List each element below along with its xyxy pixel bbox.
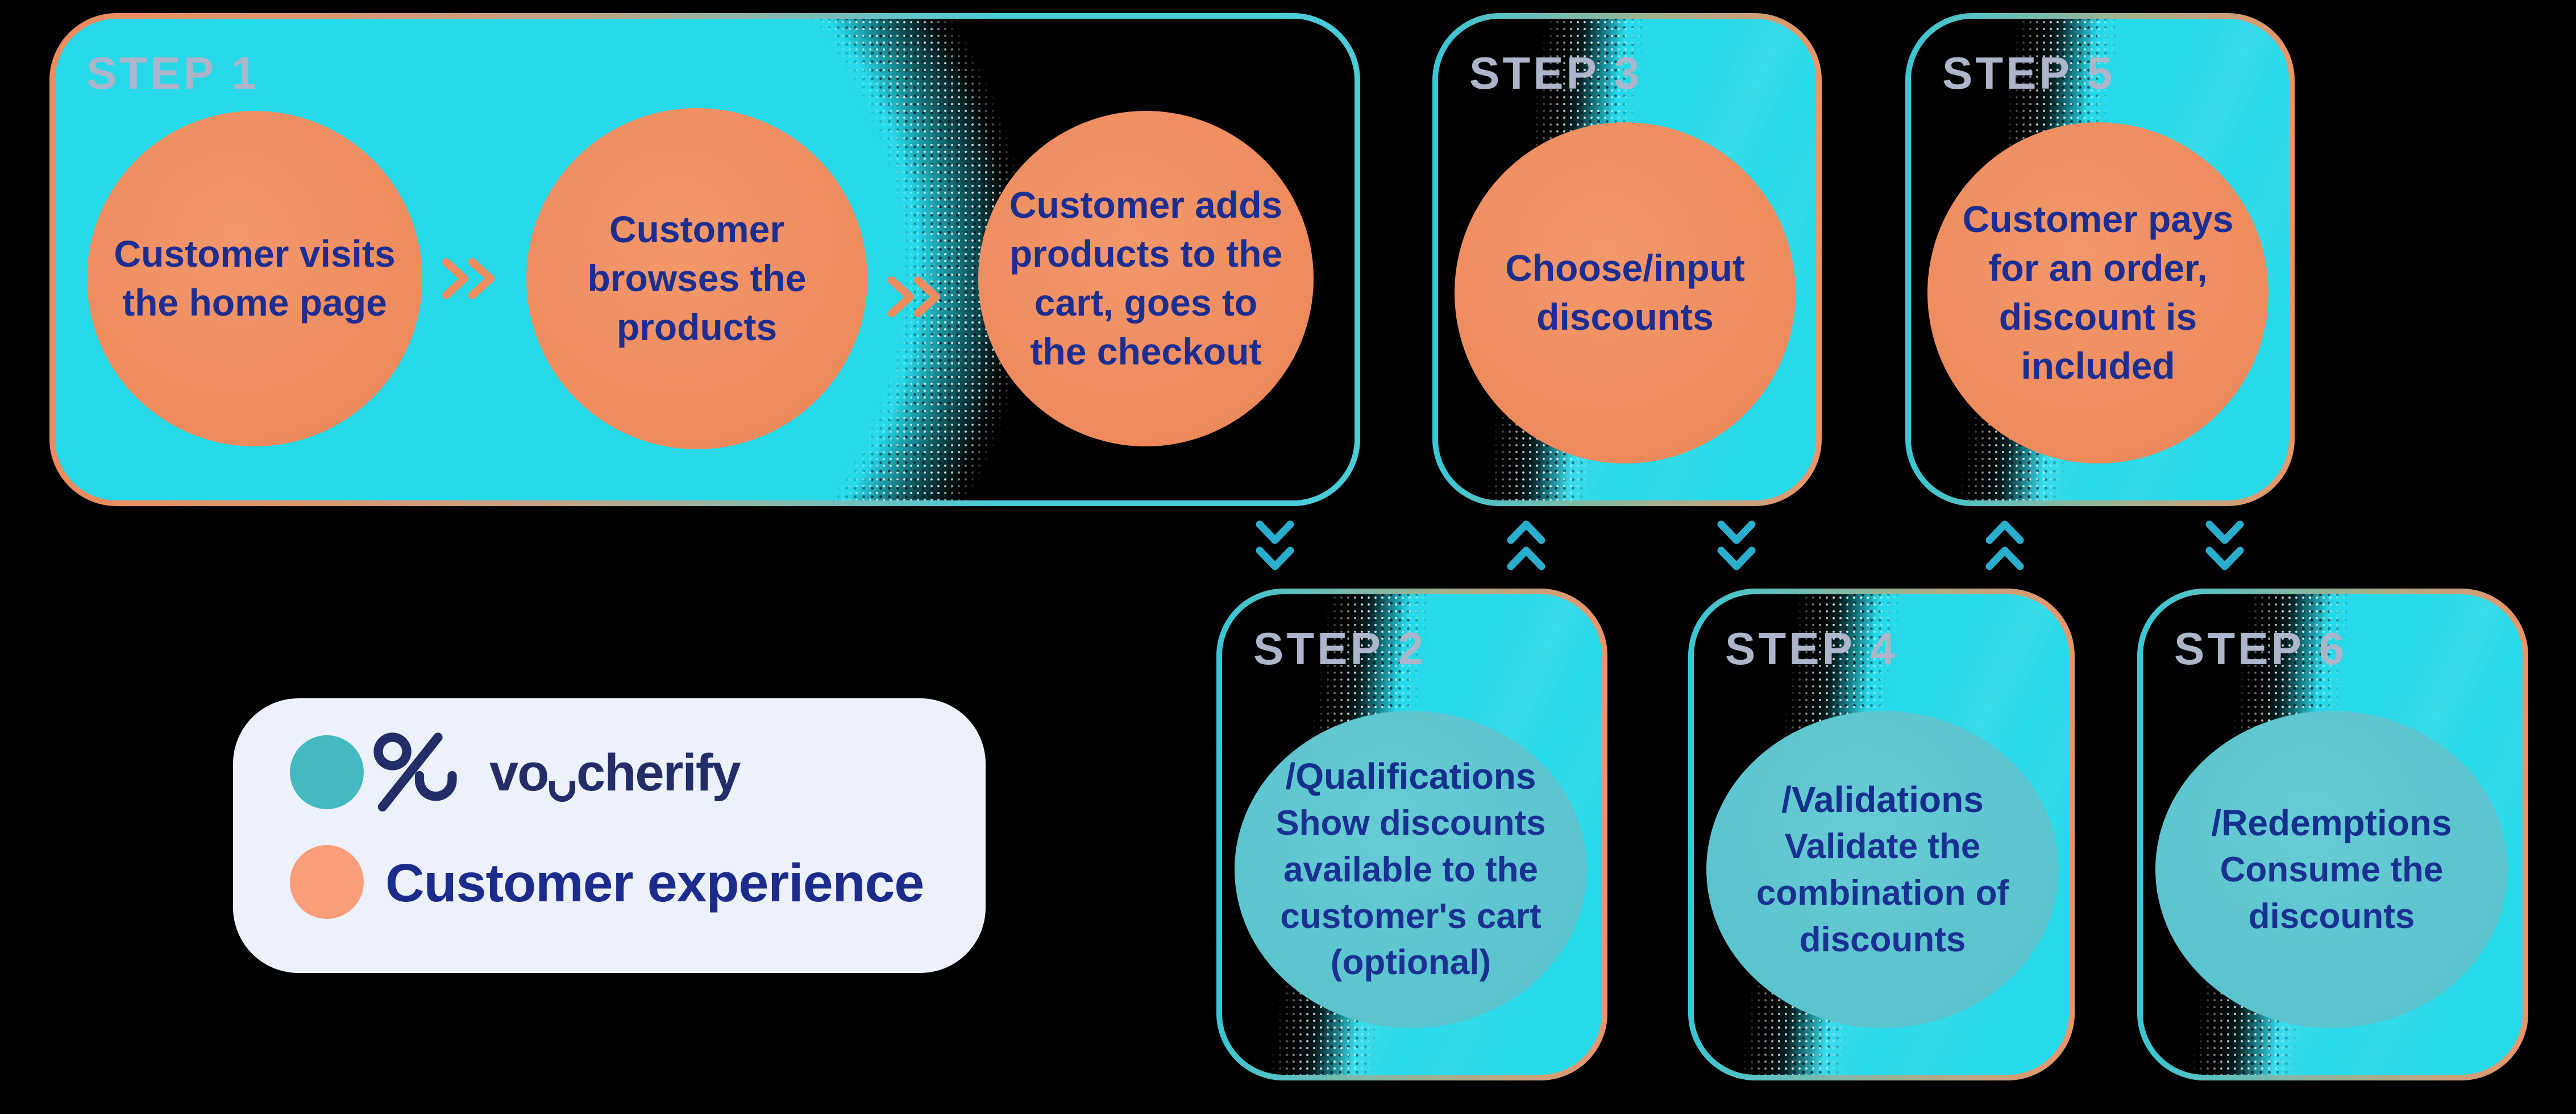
step-6-label: STEP 6: [2174, 623, 2348, 674]
journey-bubble-cart-checkout: Customer adds products to the cart, goes…: [978, 111, 1314, 446]
step-5-panel-fill: STEP 5 Customer pays for an order, disco…: [1911, 19, 2289, 500]
step-1-panel: STEP 1 Customer visits the home page Cus…: [49, 13, 1360, 506]
journey-bubble-cart-checkout-text: Customer adds products to the cart, goes…: [1009, 184, 1283, 372]
up-arrows-icon: [1507, 520, 1545, 570]
step-2-label: STEP 2: [1253, 623, 1427, 674]
validations-description: Validate the combination of discounts: [1756, 826, 2009, 959]
journey-bubble-browse: Customer browses the products: [526, 108, 867, 449]
voucherify-logo: vo cherify: [368, 728, 741, 818]
wordmark-pre: vo: [489, 743, 549, 802]
down-arrows-icon: [2205, 520, 2244, 570]
step-2-panel: STEP 2 /Qualifications Show discounts av…: [1216, 589, 1607, 1080]
step-1-label: STEP 1: [86, 48, 260, 98]
redemptions-endpoint: /Redemptions: [2211, 802, 2452, 843]
qualifications-bubble-text: /Qualifications Show discounts available…: [1275, 753, 1545, 987]
validations-bubble-text: /Validations Validate the combination of…: [1756, 776, 2009, 963]
legend-card: vo cherify Customer experience: [233, 698, 986, 973]
customer-experience-legend-swatch: [290, 845, 364, 919]
stylized-u-icon: [549, 780, 576, 802]
customer-experience-label: Customer experience: [385, 852, 924, 913]
step-3-panel-fill: STEP 3 Choose/input discounts: [1438, 19, 1816, 500]
step-4-label: STEP 4: [1725, 623, 1898, 674]
down-arrows-icon: [1717, 520, 1756, 570]
wordmark-post: cherify: [576, 743, 741, 802]
step-6-panel: STEP 6 /Redemptions Consume the discount…: [2137, 589, 2528, 1080]
voucherify-wordmark: vo cherify: [489, 743, 741, 803]
qualifications-bubble: /Qualifications Show discounts available…: [1235, 711, 1587, 1028]
step-4-panel: STEP 4 /Validations Validate the combina…: [1688, 589, 2075, 1080]
validations-bubble: /Validations Validate the combination of…: [1706, 711, 2059, 1028]
qualifications-endpoint: /Qualifications: [1285, 755, 1536, 797]
choose-discounts-bubble: Choose/input discounts: [1455, 122, 1796, 463]
voucherify-legend-swatch: [290, 735, 364, 809]
step-4-panel-fill: STEP 4 /Validations Validate the combina…: [1694, 594, 2069, 1075]
choose-discounts-text: Choose/input discounts: [1505, 247, 1745, 338]
step-3-panel: STEP 3 Choose/input discounts: [1432, 13, 1822, 506]
redemptions-bubble-text: /Redemptions Consume the discounts: [2211, 800, 2452, 940]
step-3-label: STEP 3: [1469, 48, 1643, 98]
down-arrows-icon: [1256, 520, 1294, 570]
right-chevrons-icon: [442, 258, 495, 299]
up-arrows-icon: [1985, 520, 2024, 570]
redemptions-description: Consume the discounts: [2220, 850, 2444, 936]
validations-endpoint: /Validations: [1781, 778, 1984, 820]
step-1-panel-fill: STEP 1 Customer visits the home page Cus…: [55, 19, 1355, 500]
percent-logo-icon: [373, 732, 457, 812]
step-2-panel-fill: STEP 2 /Qualifications Show discounts av…: [1222, 594, 1602, 1075]
qualifications-description: Show discounts available to the customer…: [1275, 803, 1546, 983]
step-5-label: STEP 5: [1942, 48, 2116, 98]
journey-bubble-browse-text: Customer browses the products: [587, 208, 807, 348]
journey-bubble-home-page-text: Customer visits the home page: [114, 233, 396, 324]
pay-order-text: Customer pays for an order, discount is …: [1962, 198, 2234, 387]
pay-order-bubble: Customer pays for an order, discount is …: [1927, 122, 2268, 463]
journey-bubble-home-page: Customer visits the home page: [87, 111, 422, 446]
step-5-panel: STEP 5 Customer pays for an order, disco…: [1905, 13, 2295, 506]
step-6-panel-fill: STEP 6 /Redemptions Consume the discount…: [2143, 594, 2523, 1075]
redemptions-bubble: /Redemptions Consume the discounts: [2155, 711, 2508, 1028]
right-chevrons-icon: [888, 276, 940, 317]
